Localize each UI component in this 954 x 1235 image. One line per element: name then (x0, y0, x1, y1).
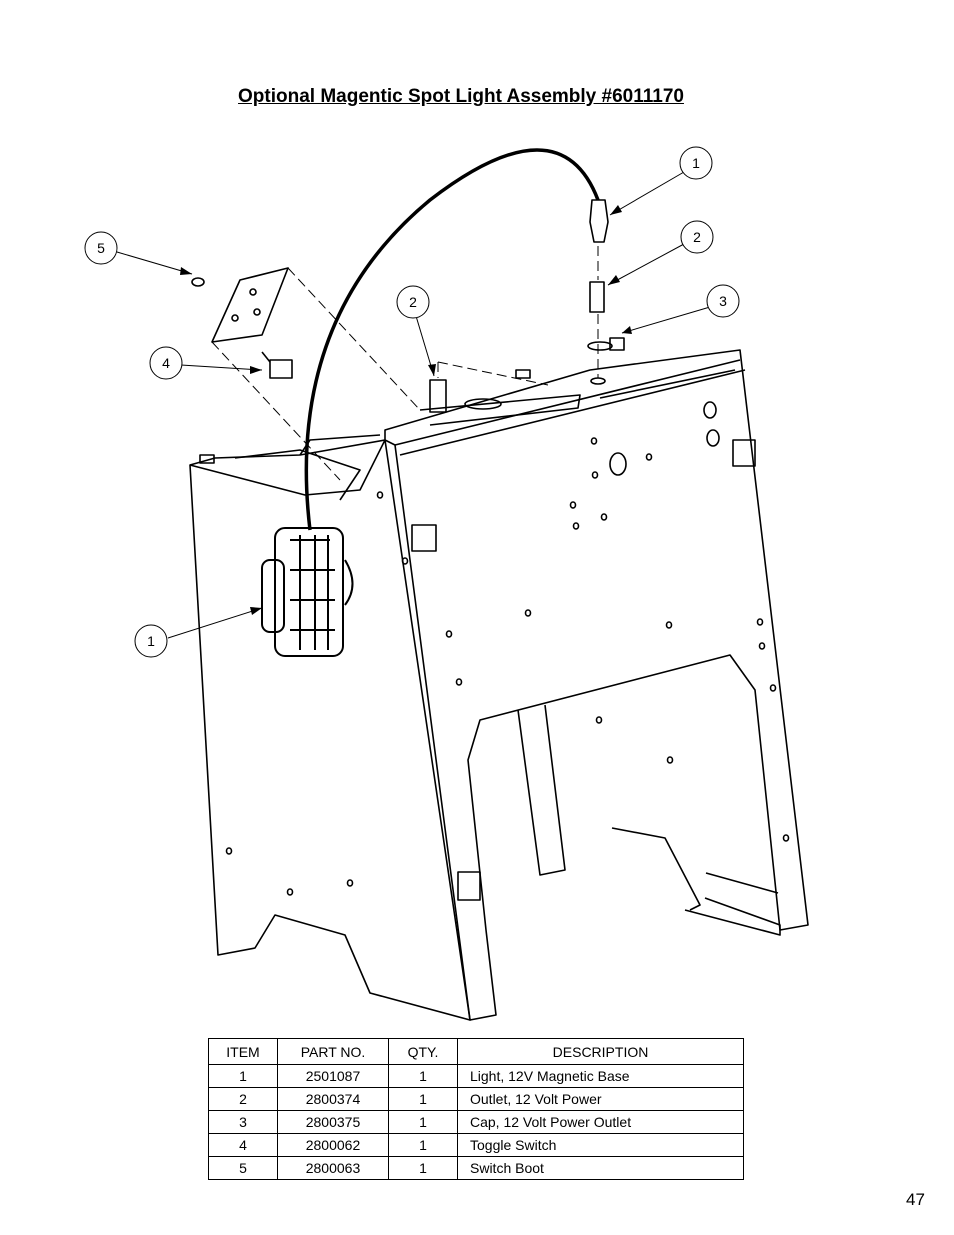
cell-part-no: 2800375 (277, 1110, 389, 1134)
callout-1-light: 1 (147, 633, 155, 649)
callout-3: 3 (719, 293, 727, 309)
cell-part-no: 2501087 (277, 1064, 389, 1088)
cell-part-no: 2800062 (277, 1133, 389, 1157)
cell-description: Toggle Switch (457, 1133, 744, 1157)
cell-part-no: 2800374 (277, 1087, 389, 1111)
spot-light (261, 527, 354, 657)
callout-5: 5 (97, 240, 105, 256)
cell-qty: 1 (388, 1064, 458, 1088)
left-panel (189, 439, 471, 1021)
cell-qty: 1 (388, 1087, 458, 1111)
callout-2-housing: 2 (409, 294, 417, 310)
header-description: DESCRIPTION (457, 1038, 744, 1065)
table-row: 2 2800374 1 Outlet, 12 Volt Power (208, 1087, 744, 1111)
switch-plate (211, 267, 289, 343)
cell-description: Cap, 12 Volt Power Outlet (457, 1110, 744, 1134)
table-row: 4 2800062 1 Toggle Switch (208, 1133, 744, 1157)
table-row: 1 2501087 1 Light, 12V Magnetic Base (208, 1064, 744, 1088)
callout-4: 4 (162, 355, 170, 371)
callout-2-top: 2 (693, 229, 701, 245)
page-title: Optional Magentic Spot Light Assembly #6… (238, 86, 684, 107)
right-panel (384, 349, 809, 1021)
cell-qty: 1 (388, 1110, 458, 1134)
cell-part-no: 2800063 (277, 1156, 389, 1180)
header-qty: QTY. (388, 1038, 458, 1065)
cell-description: Outlet, 12 Volt Power (457, 1087, 744, 1111)
page-number: 47 (906, 1190, 925, 1209)
cell-item: 4 (208, 1133, 278, 1157)
cell-item: 3 (208, 1110, 278, 1134)
cell-qty: 1 (388, 1156, 458, 1180)
cell-description: Light, 12V Magnetic Base (457, 1064, 744, 1088)
header-item: ITEM (208, 1038, 278, 1065)
power-cord (304, 148, 600, 531)
cell-item: 2 (208, 1087, 278, 1111)
table-header-row: ITEM PART NO. QTY. DESCRIPTION (208, 1038, 744, 1065)
cell-item: 5 (208, 1156, 278, 1180)
parts-table: ITEM PART NO. QTY. DESCRIPTION 1 2501087… (208, 1038, 744, 1180)
header-part-no: PART NO. (277, 1038, 389, 1065)
table-row: 5 2800063 1 Switch Boot (208, 1156, 744, 1180)
table-row: 3 2800375 1 Cap, 12 Volt Power Outlet (208, 1110, 744, 1134)
callout-1-top: 1 (692, 155, 700, 171)
cell-qty: 1 (388, 1133, 458, 1157)
cell-item: 1 (208, 1064, 278, 1088)
cell-description: Switch Boot (457, 1156, 744, 1180)
